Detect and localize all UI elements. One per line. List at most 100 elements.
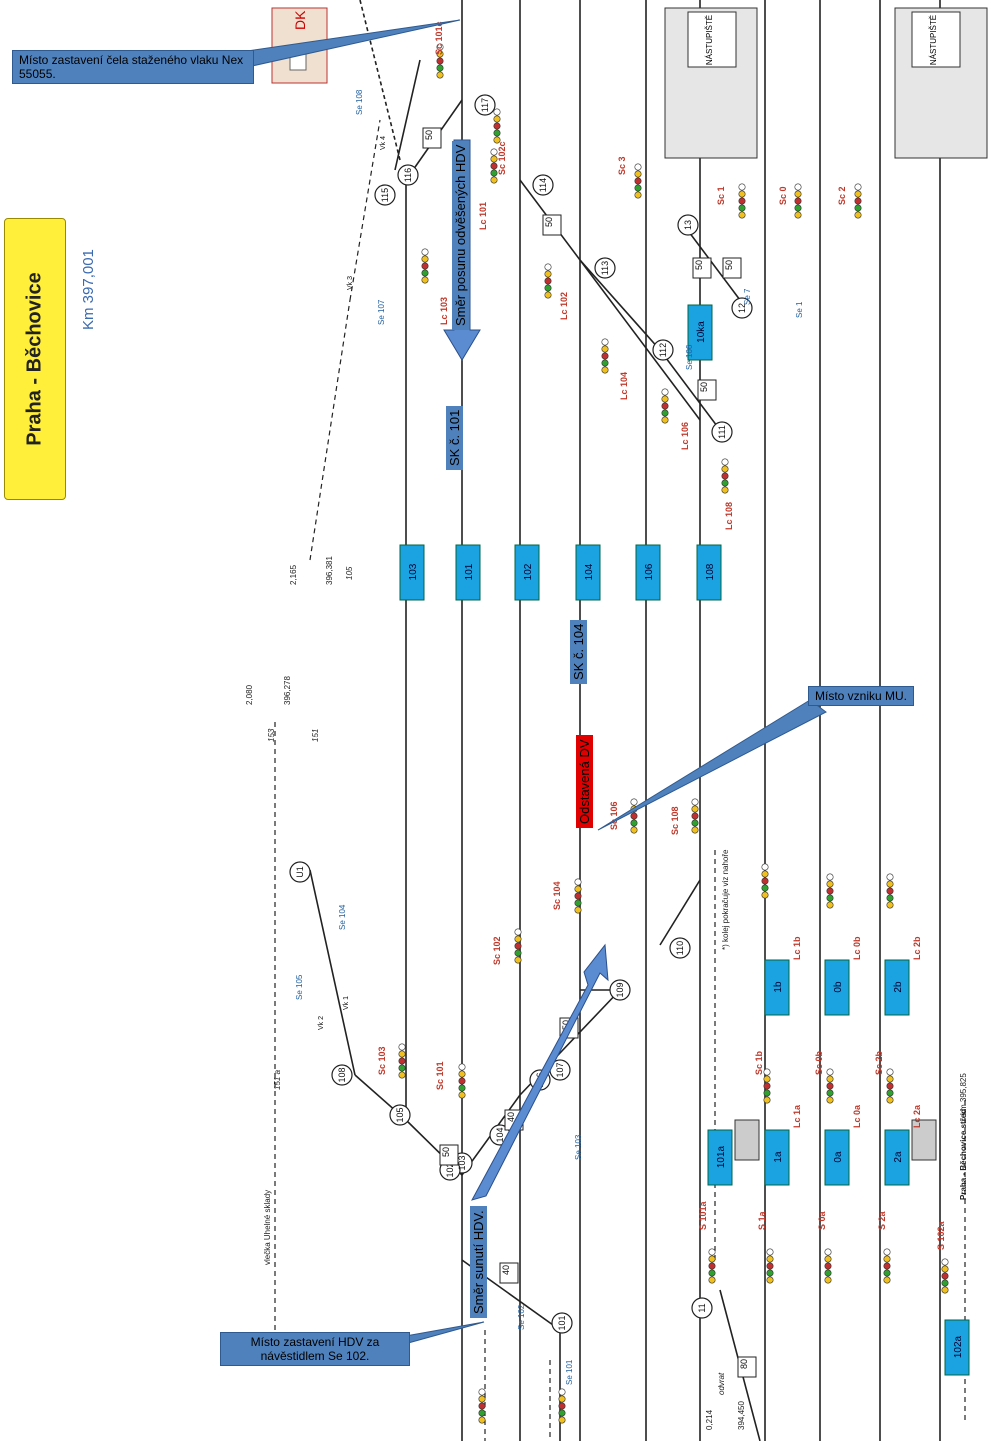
station-title-box: Praha - Běchovice xyxy=(4,218,66,500)
signal-lamp xyxy=(691,819,699,827)
signal-lamp xyxy=(490,155,498,163)
svg-text:0,214: 0,214 xyxy=(705,1409,714,1430)
signal-lamp xyxy=(826,1089,834,1097)
svg-text:S 102a: S 102a xyxy=(936,1220,946,1250)
signal-lamp xyxy=(458,1077,466,1085)
signal-lamp xyxy=(601,345,609,353)
svg-text:Sc 108: Sc 108 xyxy=(670,806,680,835)
svg-text:2,165: 2,165 xyxy=(289,564,298,585)
svg-text:Lc 1b: Lc 1b xyxy=(792,936,802,960)
svg-text:103: 103 xyxy=(457,1155,467,1170)
svg-text:116: 116 xyxy=(403,168,413,182)
signal-lamp xyxy=(421,262,429,270)
signal-lamp xyxy=(766,1269,774,1277)
signal-lamp xyxy=(490,176,498,184)
signal-lamp xyxy=(826,887,834,895)
svg-text:396,381: 396,381 xyxy=(325,556,334,585)
svg-text:Se 108: Se 108 xyxy=(355,89,364,115)
signal-lamp xyxy=(941,1286,949,1294)
signal-lamp xyxy=(490,148,498,156)
svg-text:Se 103: Se 103 xyxy=(574,1134,583,1160)
svg-text:Sc 1b: Sc 1b xyxy=(754,1050,764,1075)
signal-lamp xyxy=(721,486,729,494)
svg-text:109: 109 xyxy=(615,982,625,997)
signal-lamp xyxy=(398,1057,406,1065)
signal-lamp xyxy=(761,884,769,892)
signal-lamp xyxy=(721,458,729,466)
signal-lamp xyxy=(493,108,501,116)
signal-lamp xyxy=(421,269,429,277)
signal-lamp xyxy=(421,276,429,284)
svg-text:Sc 102c: Sc 102c xyxy=(497,141,507,175)
signal-lamp xyxy=(398,1064,406,1072)
svg-text:Lc 103: Lc 103 xyxy=(439,297,449,325)
track-boxes xyxy=(399,304,970,1376)
svg-text:101: 101 xyxy=(557,1315,567,1330)
svg-text:151: 151 xyxy=(311,729,320,742)
signal-lamp xyxy=(824,1276,832,1284)
signal-lamp xyxy=(708,1269,716,1277)
signal-lamp xyxy=(883,1255,891,1263)
svg-text:Sc 104: Sc 104 xyxy=(552,881,562,910)
signal-lamp xyxy=(436,71,444,79)
label-smer-posunu: Směr posunu odvěšených HDV xyxy=(452,140,469,330)
svg-text:50: 50 xyxy=(424,130,434,140)
signal-lamp xyxy=(634,163,642,171)
signal-lamp xyxy=(691,812,699,820)
svg-text:394,450: 394,450 xyxy=(737,1401,746,1430)
svg-text:12: 12 xyxy=(737,303,747,313)
signal-lamp xyxy=(514,942,522,950)
signal-lamp xyxy=(721,465,729,473)
svg-text:2,080: 2,080 xyxy=(245,684,254,705)
signal-lamp xyxy=(691,805,699,813)
signal-lamp xyxy=(886,880,894,888)
signal-lamp xyxy=(398,1050,406,1058)
signal-lamp xyxy=(886,1082,894,1090)
svg-text:114: 114 xyxy=(538,178,548,192)
svg-text:104: 104 xyxy=(495,1127,505,1142)
label-odstavena-dv: Odstavená DV xyxy=(576,735,593,828)
signal-lamp xyxy=(824,1255,832,1263)
callout-pointers xyxy=(239,19,827,1349)
signal-lamp xyxy=(601,352,609,360)
signal-lamp xyxy=(421,255,429,263)
signal-lamp xyxy=(886,1068,894,1076)
svg-text:Sc 103: Sc 103 xyxy=(377,1046,387,1075)
svg-text:10ka: 10ka xyxy=(696,321,707,343)
signal-lamp xyxy=(691,798,699,806)
svg-text:80: 80 xyxy=(739,1359,749,1369)
signal-lamp xyxy=(514,949,522,957)
signal-lamp xyxy=(886,894,894,902)
signal-lamp xyxy=(574,885,582,893)
svg-text:103: 103 xyxy=(408,563,419,580)
signal-lamp xyxy=(493,122,501,130)
svg-text:Lc 104: Lc 104 xyxy=(619,372,629,400)
svg-text:Sc 101c: Sc 101c xyxy=(434,21,444,55)
signal-lamp xyxy=(478,1402,486,1410)
signal-lamp xyxy=(436,57,444,65)
signal-lamp xyxy=(763,1096,771,1104)
signal-lamp xyxy=(824,1248,832,1256)
signal-lamp xyxy=(544,263,552,271)
svg-text:0b: 0b xyxy=(833,981,844,993)
signal-lamp xyxy=(708,1248,716,1256)
svg-text:Se 106: Se 106 xyxy=(685,344,694,370)
svg-text:Lc 106: Lc 106 xyxy=(680,422,690,450)
svg-text:S 101a: S 101a xyxy=(698,1200,708,1230)
signal-lamp xyxy=(794,197,802,205)
signal-lamp xyxy=(721,479,729,487)
signal-lamp xyxy=(766,1262,774,1270)
signal-lamp xyxy=(794,183,802,191)
shunt-signal-labels: Se 108 Se 107 Se 106 Se 7 Se 1 Se 105 Se… xyxy=(295,89,804,1385)
signal-lamp xyxy=(738,183,746,191)
signal-lamp xyxy=(794,190,802,198)
signal-lamp xyxy=(544,284,552,292)
svg-text:Se 7: Se 7 xyxy=(743,288,752,305)
svg-text:Lc 1a: Lc 1a xyxy=(792,1104,802,1128)
signal-lamp xyxy=(514,956,522,964)
signal-lamp xyxy=(854,190,862,198)
signal-lamp xyxy=(886,873,894,881)
signal-lamp xyxy=(436,64,444,72)
signal-lamp xyxy=(766,1255,774,1263)
